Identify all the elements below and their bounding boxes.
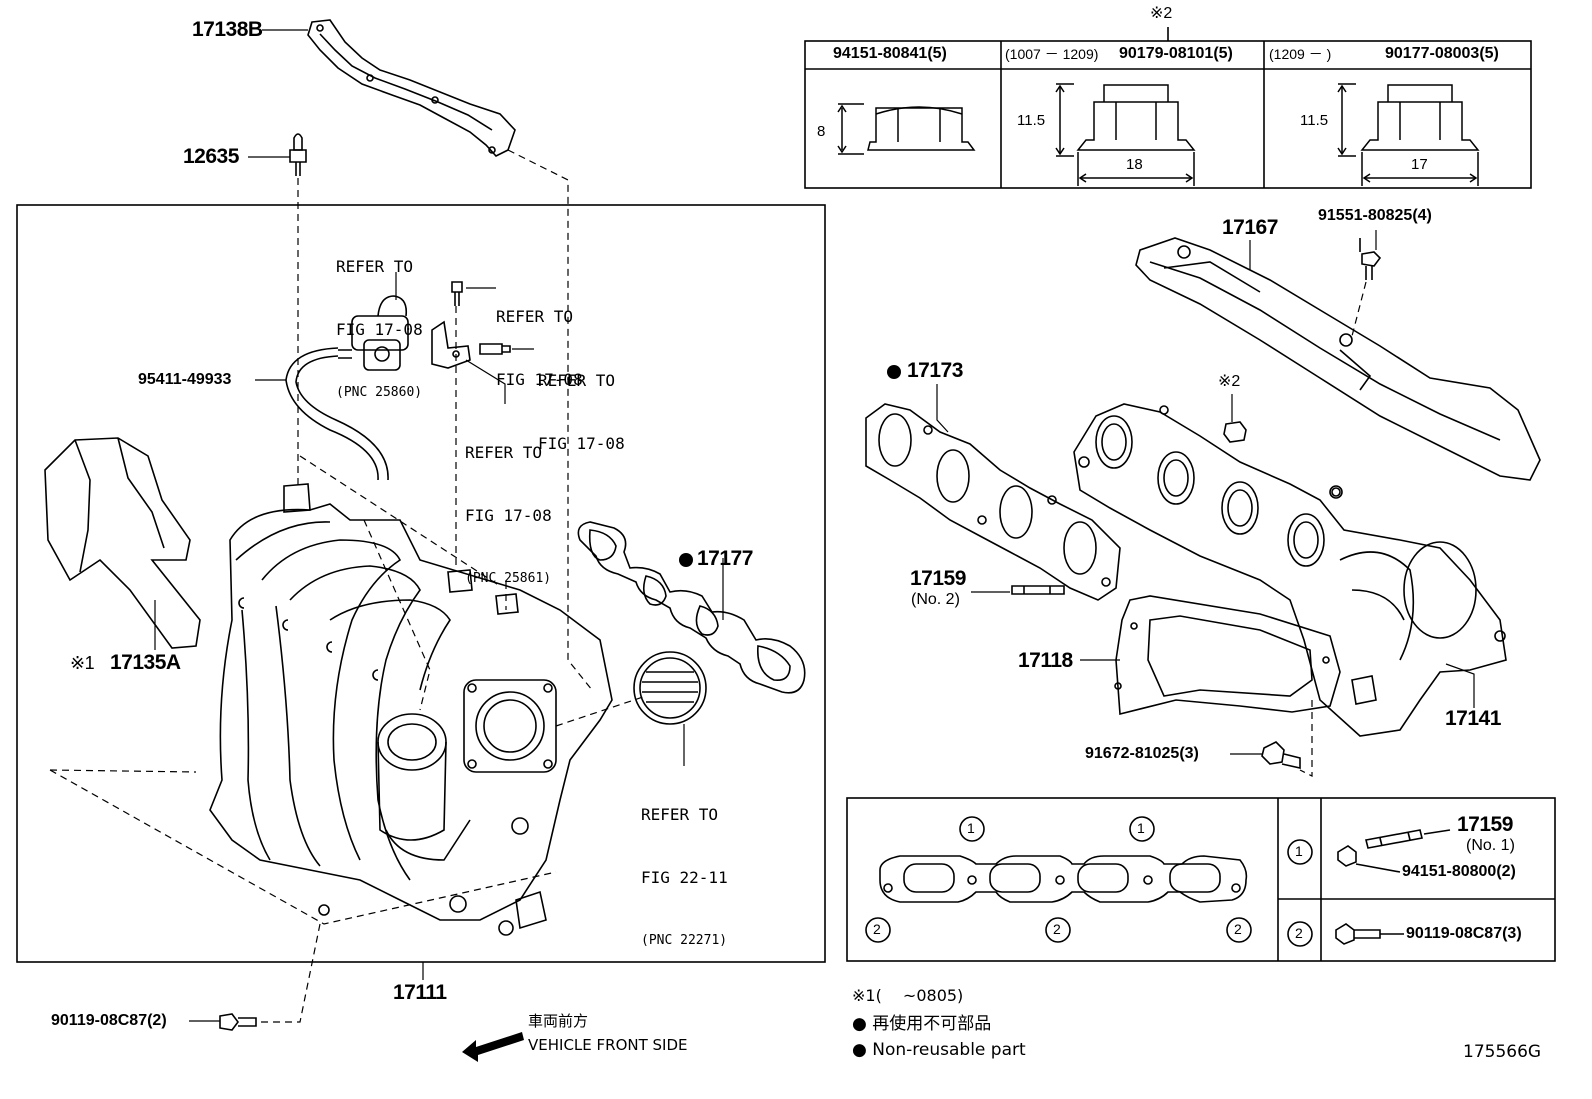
refer-note-pnc-25860: REFER TO FIG 17-08 (PNC 25860) — [336, 214, 423, 424]
nut-table-mark: ※2 — [1150, 5, 1173, 22]
nut-col3-height: 11.5 — [1300, 112, 1329, 129]
refer-fig: FIG 17-08 — [538, 434, 625, 453]
main-frame — [16, 204, 826, 963]
refer-pnc: (PNC 25861) — [465, 571, 552, 586]
front-arrow-icon — [462, 1032, 524, 1062]
part-label-90119-08C87-left: 90119-08C87(2) — [51, 1012, 167, 1029]
note-non-reusable-jp: ● 再使用不可部品 — [852, 1016, 991, 1033]
non-reusable-dot-icon — [679, 553, 693, 567]
refer-note-pnc-22271: REFER TO FIG 22-11 (PNC 22271) — [641, 762, 728, 972]
nut-table-frame — [804, 27, 1532, 189]
part-label-17159-no1: 17159 — [1457, 813, 1513, 836]
nut-col3-header: 90177-08003(5) — [1385, 45, 1499, 62]
refer-line: REFER TO — [538, 371, 616, 390]
note-mark-symbol: ※1 — [852, 986, 876, 1005]
part-label-17173: 17173 — [907, 359, 963, 382]
part-label-12635: 12635 — [183, 145, 239, 168]
refer-pnc: (PNC 25860) — [336, 385, 423, 400]
refer-fig: FIG 17-08 — [496, 370, 583, 389]
part-label-17111: 17111 — [393, 981, 447, 1004]
note-mark-1: ※1( ~0805) — [852, 988, 963, 1004]
part-label-17118: 17118 — [1018, 649, 1073, 672]
part-label-17141: 17141 — [1445, 707, 1501, 730]
nut-col2-range: (1007 － 1209) — [1005, 46, 1099, 62]
mark-2-label: ※2 — [1218, 373, 1241, 390]
part-label-91672-81025: 91672-81025(3) — [1085, 745, 1199, 762]
refer-line: REFER TO — [496, 307, 574, 326]
refer-line: REFER TO — [641, 805, 719, 824]
refer-note-pnc-25861: REFER TO FIG 17-08 (PNC 25861) — [465, 400, 552, 610]
note-text-en: Non-reusable part — [872, 1040, 1026, 1060]
legend-circle-2: 2 — [1295, 925, 1303, 941]
diagram-id: 175566G — [1463, 1042, 1542, 1062]
direction-label-en: VEHICLE FRONT SIDE — [528, 1036, 688, 1054]
refer-note-bolt: REFER TO FIG 17-08 — [496, 264, 583, 411]
nut-col3-width: 17 — [1411, 156, 1428, 173]
note-non-reusable-en: ● Non-reusable part — [852, 1042, 1026, 1059]
bullet-dot-icon: ● — [852, 1014, 867, 1034]
intake-drawing — [44, 19, 806, 1031]
refer-line: REFER TO — [465, 443, 543, 462]
mark-1-label: ※1 — [70, 653, 95, 673]
nut-col2-height: 11.5 — [1017, 112, 1046, 129]
refer-fig: FIG 17-08 — [465, 506, 552, 525]
bullet-dot-icon: ● — [852, 1040, 867, 1060]
gasket-circle-2a: 2 — [873, 921, 881, 937]
note-text-jp: 再使用不可部品 — [872, 1014, 992, 1034]
part-label-17135A: 17135A — [110, 651, 181, 674]
part-label-17138B: 17138B — [192, 18, 263, 41]
part-label-90119-08C87-right: 90119-08C87(3) — [1406, 925, 1522, 942]
exhaust-drawing — [865, 237, 1541, 769]
non-reusable-dot-icon — [887, 365, 901, 379]
gasket-circle-2b: 2 — [1053, 921, 1061, 937]
legend-circle-1: 1 — [1295, 843, 1303, 859]
part-label-95411-49933: 95411-49933 — [138, 371, 232, 388]
nut-col3-range: (1209 － ) — [1269, 46, 1332, 62]
part-label-17159-no2: 17159 — [910, 567, 966, 590]
part-label-91551-80825: 91551-80825(4) — [1318, 207, 1432, 224]
refer-note-screw: REFER TO FIG 17-08 — [538, 328, 625, 475]
refer-pnc: (PNC 22271) — [641, 933, 728, 948]
nut-drawings — [837, 83, 1480, 186]
part-label-17167: 17167 — [1222, 216, 1278, 239]
nut-col2-header: 90179-08101(5) — [1119, 45, 1233, 62]
leader-lines-right — [936, 230, 1475, 755]
nut-col1-header: 94151-80841(5) — [833, 45, 947, 62]
note-date-range: ( ~0805) — [875, 986, 964, 1005]
leader-lines-left — [154, 29, 724, 1022]
nut-col2-width: 18 — [1126, 156, 1143, 173]
refer-fig: FIG 22-11 — [641, 868, 728, 887]
part-label-17177: 17177 — [697, 547, 753, 570]
refer-fig: FIG 17-08 — [336, 320, 423, 339]
part-sub-label-no1: (No. 1) — [1466, 837, 1515, 854]
dashed-lines-left — [49, 149, 647, 1023]
gasket-table-frame — [846, 797, 1556, 962]
gasket-table-drawing — [865, 816, 1451, 947]
dashed-lines-right — [1299, 281, 1367, 777]
legend-drawing — [462, 365, 901, 1062]
refer-line: REFER TO — [336, 257, 414, 276]
gasket-circle-1a: 1 — [967, 820, 975, 836]
part-label-94151-80800: 94151-80800(2) — [1402, 863, 1516, 880]
direction-label-jp: 車両前方 — [528, 1012, 589, 1030]
nut-col1-height: 8 — [817, 123, 826, 140]
gasket-circle-2c: 2 — [1234, 921, 1242, 937]
gasket-circle-1b: 1 — [1137, 820, 1145, 836]
part-sub-label-no2: (No. 2) — [911, 591, 960, 608]
